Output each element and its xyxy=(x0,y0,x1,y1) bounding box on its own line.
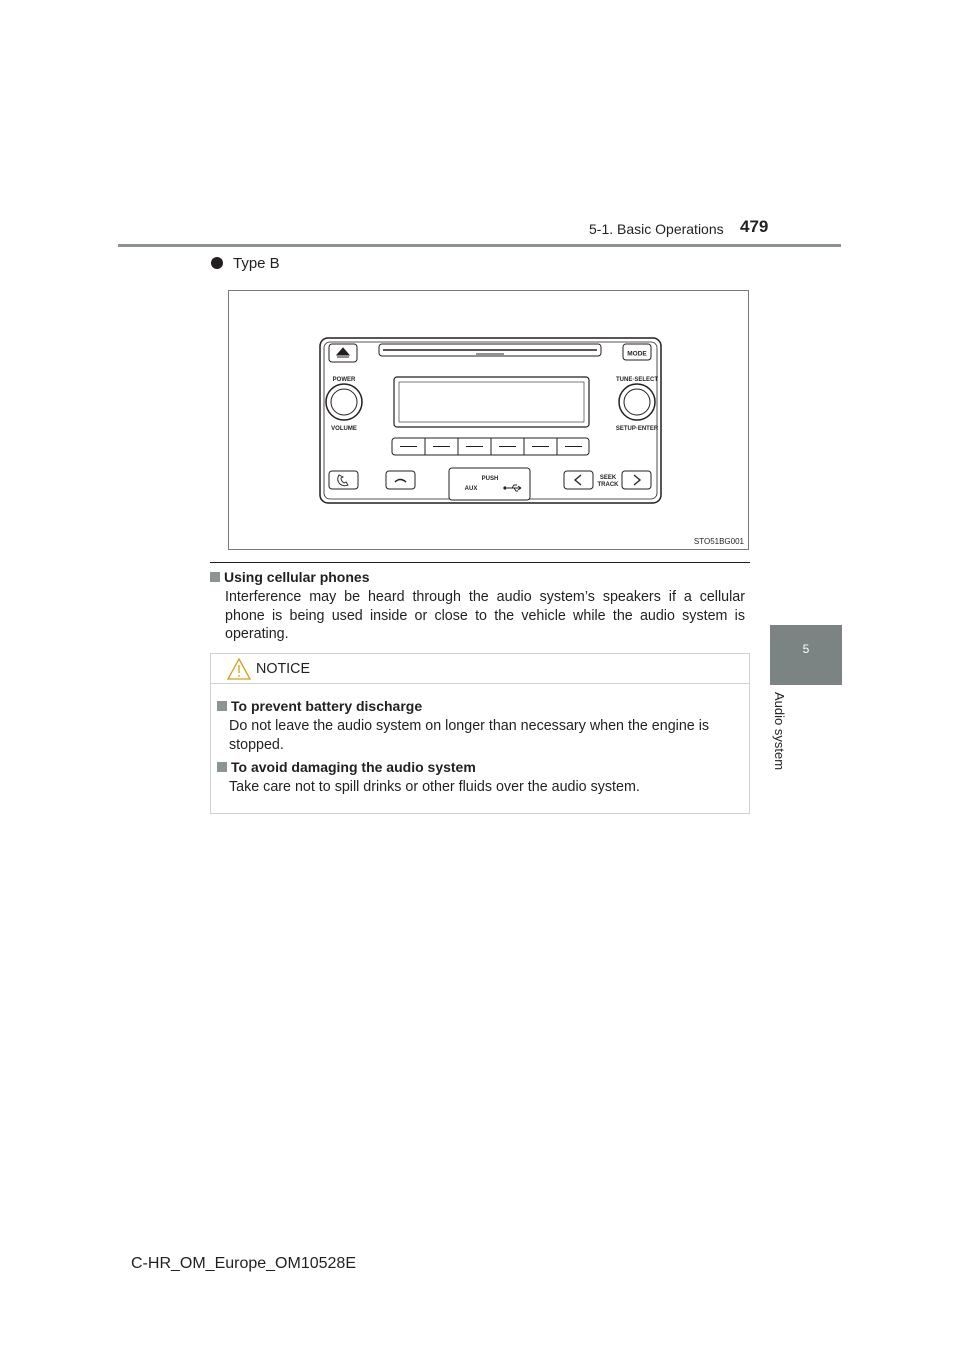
push-label: PUSH xyxy=(482,476,499,482)
footer-document-id: C-HR_OM_Europe_OM10528E xyxy=(131,1255,356,1272)
notice-item-title: To prevent battery discharge xyxy=(231,698,423,714)
aux-label: AUX xyxy=(465,486,478,492)
square-bullet-icon xyxy=(217,701,227,711)
notice-item-text: Do not leave the audio system on longer … xyxy=(229,718,710,753)
chapter-label-text: Audio system xyxy=(772,692,787,771)
chapter-label: Audio system xyxy=(772,692,806,812)
notice-item-damage-heading: To avoid damaging the audio system xyxy=(217,759,476,775)
warning-triangle-icon xyxy=(227,658,251,680)
eject-icon xyxy=(335,347,351,358)
cellular-text: Interference may be heard through the au… xyxy=(225,589,745,642)
notice-item-battery-heading: To prevent battery discharge xyxy=(217,698,422,714)
seek-label: SEEK xyxy=(600,475,617,481)
square-bullet-icon xyxy=(217,762,227,772)
track-label: TRACK xyxy=(598,482,620,488)
audio-unit-illustration: MODE POWER VOLUME TUNE·SELECT SETUP·ENTE… xyxy=(319,337,662,504)
figure-code: STO51BG001 xyxy=(693,537,744,546)
header-section-title: 5-1. Basic Operations xyxy=(589,221,724,237)
phone-hangup-icon xyxy=(394,478,407,483)
chevron-left-icon xyxy=(573,474,582,486)
cellular-heading: Using cellular phones xyxy=(210,569,369,585)
type-heading-text: Type B xyxy=(233,255,280,272)
type-heading: Type B xyxy=(211,255,280,272)
chapter-number: 5 xyxy=(802,642,810,656)
bullet-icon xyxy=(211,257,223,269)
chevron-right-icon xyxy=(633,474,642,486)
notice-item-title: To avoid damaging the audio system xyxy=(231,759,476,775)
header-rule xyxy=(118,244,841,247)
usb-icon xyxy=(507,484,522,492)
phone-pickup-icon xyxy=(337,474,349,487)
cellular-heading-text: Using cellular phones xyxy=(224,569,370,585)
notice-label: NOTICE xyxy=(256,661,311,677)
mode-label: MODE xyxy=(627,351,647,358)
page-number: 479 xyxy=(740,217,769,236)
notice-item-text: Take care not to spill drinks or other f… xyxy=(229,779,640,795)
setup-enter-label: SETUP·ENTER xyxy=(616,426,659,432)
chapter-tab: 5 xyxy=(770,625,842,685)
section-rule xyxy=(210,562,750,563)
tune-select-label: TUNE·SELECT xyxy=(616,377,658,383)
square-bullet-icon xyxy=(210,572,220,582)
audio-unit-figure: MODE POWER VOLUME TUNE·SELECT SETUP·ENTE… xyxy=(228,290,749,550)
volume-label: VOLUME xyxy=(331,426,357,432)
power-label: POWER xyxy=(333,377,356,383)
notice-box: NOTICE To prevent battery discharge Do n… xyxy=(210,653,750,814)
notice-header: NOTICE xyxy=(211,654,749,684)
